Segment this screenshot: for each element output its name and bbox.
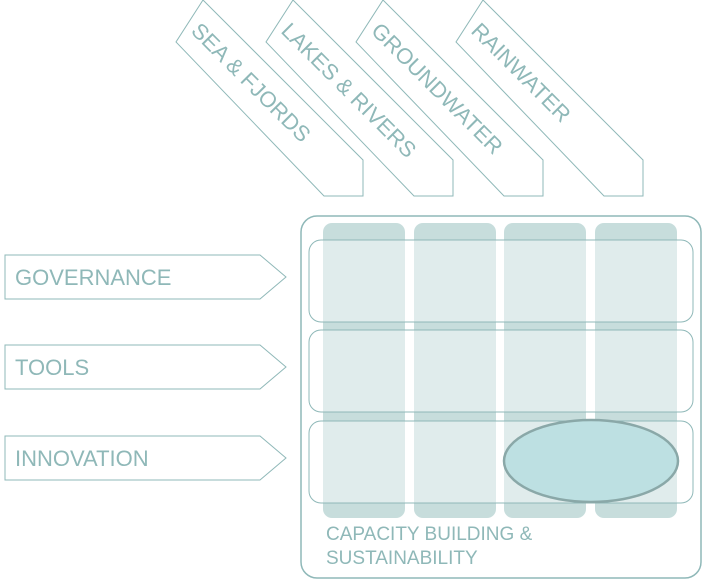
row-band-tools <box>308 329 694 413</box>
row-label-innovation: INNOVATION <box>15 446 149 471</box>
row-arrow-governance: GOVERNANCE <box>4 254 287 300</box>
row-arrow-tools: TOOLS <box>4 344 287 390</box>
row-arrow-innovation: INNOVATION <box>4 435 287 481</box>
row-band-governance <box>308 239 694 323</box>
row-label-tools: TOOLS <box>15 355 89 380</box>
column-band-sea-fjords <box>323 223 405 518</box>
footer-label-line1: CAPACITY BUILDING & <box>326 524 533 545</box>
highlight-ellipse <box>502 418 680 504</box>
footer-label-line2: SUSTAINABILITY <box>326 548 478 569</box>
row-label-governance: GOVERNANCE <box>15 265 171 290</box>
column-band-lakes-rivers <box>414 223 496 518</box>
